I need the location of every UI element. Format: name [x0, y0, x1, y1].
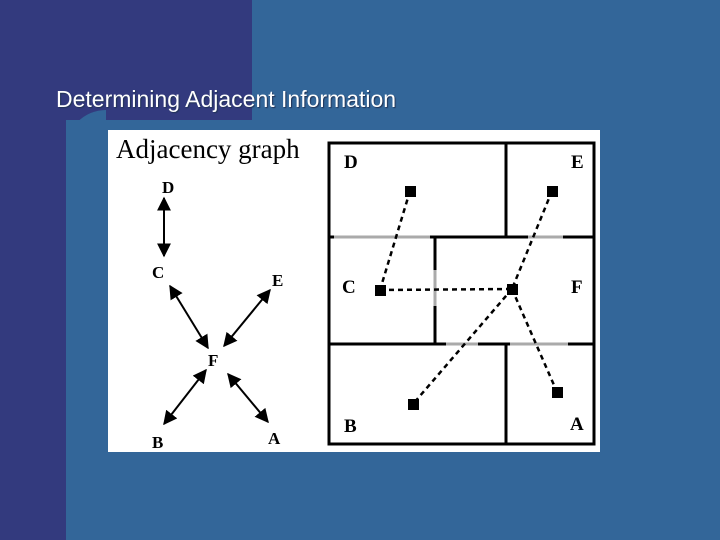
edge-f-a — [227, 372, 269, 424]
room-center-a — [552, 387, 563, 398]
graph-node-b: B — [152, 433, 163, 452]
slide-title: Determining Adjacent Information — [56, 86, 397, 112]
graph-node-e: E — [272, 271, 283, 290]
room-center-b — [408, 399, 419, 410]
edge-c-f — [169, 284, 209, 350]
room-center-c — [375, 285, 386, 296]
link-f-a — [510, 288, 559, 393]
room-label-b: B — [344, 416, 357, 437]
edge-e-f — [223, 288, 271, 348]
room-center-e — [547, 186, 558, 197]
background-top-block — [0, 0, 252, 120]
room-center-f — [507, 284, 518, 295]
link-c-f — [379, 287, 513, 292]
room-label-f: F — [571, 277, 583, 298]
room-label-e: E — [571, 152, 584, 173]
room-center-d — [405, 186, 416, 197]
link-f-b — [412, 288, 513, 405]
graph-node-d: D — [162, 178, 174, 197]
room-label-a: A — [570, 414, 584, 435]
adjacency-graph-heading: Adjacency graph — [116, 134, 300, 164]
graph-node-c: C — [152, 263, 164, 282]
link-d-c — [378, 190, 412, 291]
figure-svg: Adjacency graph D C E F B A — [116, 134, 596, 452]
link-e-f — [510, 190, 554, 290]
figure-panel: Adjacency graph D C E F B A — [108, 130, 600, 452]
room-connections — [378, 190, 559, 405]
room-label-d: D — [344, 152, 358, 173]
room-label-c: C — [342, 277, 356, 298]
doors — [334, 235, 568, 346]
graph-node-a: A — [268, 429, 281, 448]
edge-f-b — [163, 368, 207, 426]
graph-node-f: F — [208, 351, 218, 370]
room-centers — [375, 186, 563, 410]
floorplan-outer-wall — [327, 141, 596, 446]
